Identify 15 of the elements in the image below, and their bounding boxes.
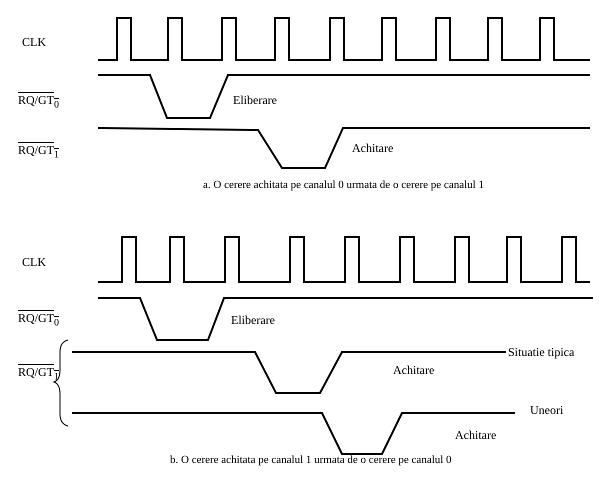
signal-name: CLK xyxy=(22,35,46,49)
signal-name: RQ/GT$_{0}$ xyxy=(18,93,59,112)
signal-name: RQ/GT$_{1}$ xyxy=(18,143,59,162)
signal-name: CLK xyxy=(22,255,46,269)
annotation-text: Situatie tipica xyxy=(508,345,574,359)
annotation-text: Achitare xyxy=(352,141,394,155)
signal-name: RQ/GT$_{0}$ xyxy=(18,311,59,330)
annotation-text: Eliberare xyxy=(231,313,275,327)
annotation-text: Achitare xyxy=(393,363,434,377)
figure-caption: b. O cerere achitata pe canalul 1 urmata de o cerere pe canalul 0 xyxy=(170,453,452,467)
annotation-text: Eliberare xyxy=(233,93,277,107)
signal-name: RQ/GT$_{1}$ xyxy=(18,365,59,384)
annotation-text: Uneori xyxy=(530,403,564,417)
annotation-text: Achitare xyxy=(455,428,496,442)
figure-caption: a. O cerere achitata pe canalul 0 urmata de o cerere pe canalul 1 xyxy=(203,178,484,192)
